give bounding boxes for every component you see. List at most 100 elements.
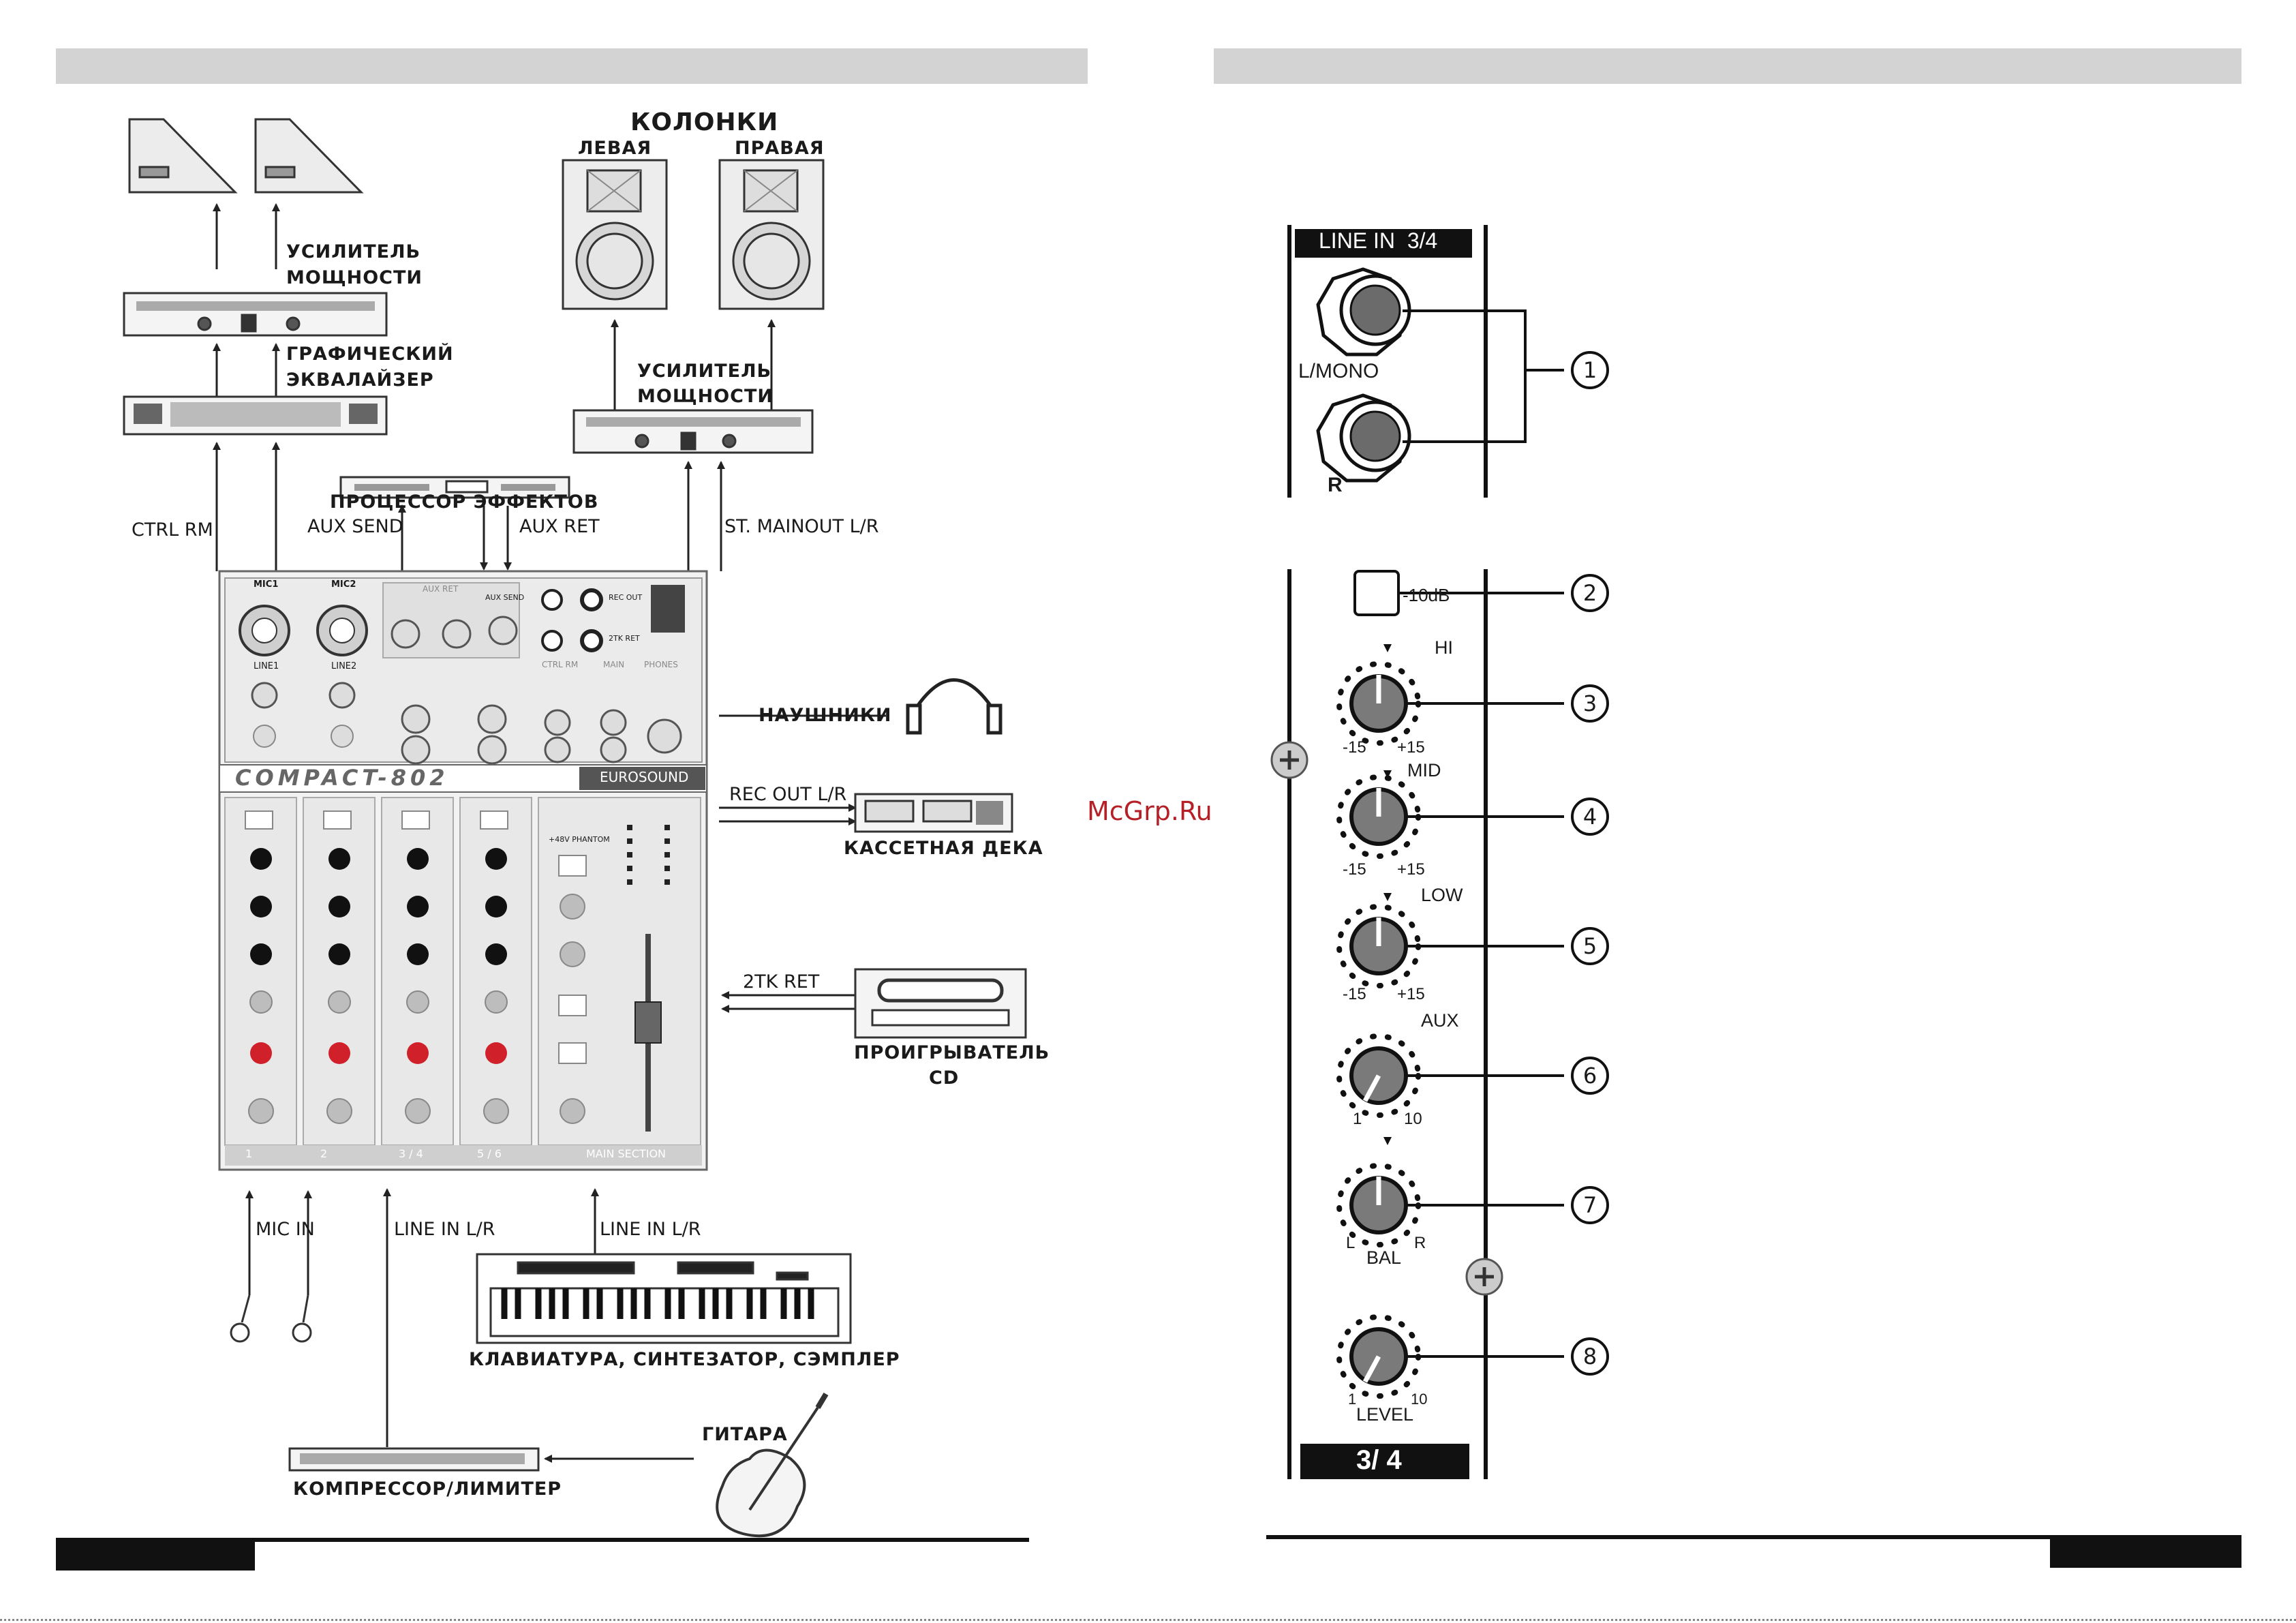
bal-r-label: R — [1414, 1234, 1426, 1252]
st-mainout-label: ST. MAINOUT L/R — [724, 516, 879, 537]
keyboard-synth — [476, 1253, 852, 1344]
knob-low — [1336, 893, 1421, 988]
low-label: LOW — [1421, 885, 1463, 905]
keyboard-label: КЛАВИАТУРА, СИНТЕЗАТОР, СЭМПЛЕР — [469, 1349, 900, 1370]
speaker-left-label: ЛЕВАЯ — [578, 138, 652, 159]
pad-switch — [1353, 570, 1400, 616]
mixer-channel-5-6: 5 / 6 — [477, 1147, 502, 1160]
aux-label: AUX — [1421, 1010, 1459, 1031]
power-amp-right — [572, 409, 814, 454]
graphic-equalizer — [123, 395, 388, 436]
left-footer-rule — [56, 1538, 1029, 1542]
mixer-channel-1: 1 — [245, 1147, 253, 1160]
callout-1: 1 — [1582, 357, 1597, 383]
eq-label-1: ГРАФИЧЕСКИЙ — [286, 344, 454, 365]
eq-label-2: ЭКВАЛАЙЗЕР — [286, 369, 434, 391]
power-amp-left — [123, 292, 388, 337]
channel-label: 3/ 4 — [1356, 1445, 1402, 1475]
tape-deck-label: КАССЕТНАЯ ДЕКА — [844, 838, 1043, 859]
knob-bal — [1336, 1137, 1421, 1247]
headphones-label: НАУШНИКИ — [759, 705, 892, 726]
speakers-title: КОЛОНКИ — [630, 108, 779, 136]
line-in-label-2: LINE IN L/R — [600, 1219, 701, 1240]
callout-5: 5 — [1582, 933, 1597, 959]
headphones-graphic — [906, 678, 1002, 735]
mixer-brand: EUROSOUND — [600, 769, 689, 785]
panel-screw-right — [1465, 1258, 1503, 1296]
line-in-label-1: LINE IN L/R — [394, 1219, 495, 1240]
compressor-limiter — [288, 1447, 540, 1472]
level-min: 1 — [1348, 1391, 1357, 1408]
amp-top-label-1: УСИЛИТЕЛЬ — [286, 241, 421, 262]
mixer-compact-802 — [218, 570, 708, 1171]
amp-top-label-2: МОЩНОСТИ — [286, 267, 423, 288]
aux-ret-label: AUX RET — [519, 516, 600, 537]
left-header-band — [56, 48, 1088, 84]
right-footer-rule — [1266, 1535, 2241, 1539]
pad-label: -10dB — [1403, 585, 1450, 605]
mixer-model: COMPACT-802 — [235, 765, 449, 791]
level-max: 10 — [1411, 1391, 1428, 1408]
amp-right-label-1: УСИЛИТЕЛЬ — [637, 361, 772, 382]
hi-label: HI — [1435, 637, 1453, 658]
panel-title: LINE IN 3/4 — [1319, 228, 1438, 253]
ctrl-rm-label: CTRL RM — [132, 519, 213, 541]
mixer-main: MAIN — [603, 660, 625, 669]
connection-diagram — [123, 118, 1027, 1538]
compressor-label: КОМПРЕССОР/ЛИМИТЕР — [293, 1478, 562, 1500]
mixer-line1: LINE1 — [254, 661, 279, 671]
mixer-mic2: MIC2 — [331, 579, 356, 590]
cassette-deck — [854, 793, 1013, 833]
mixer-2tk-ret: 2TK RET — [609, 634, 640, 643]
mixer-aux-ret: AUX RET — [423, 584, 459, 594]
callout-3: 3 — [1582, 691, 1597, 716]
mid-min: -15 — [1343, 860, 1366, 879]
mid-label: MID — [1407, 760, 1441, 780]
mixer-line2: LINE2 — [331, 661, 357, 671]
mixer-rec-out: REC OUT — [609, 593, 643, 602]
left-footer-block — [56, 1538, 255, 1571]
mixer-phones: PHONES — [644, 660, 678, 669]
low-max: +15 — [1397, 985, 1425, 1003]
low-min: -15 — [1343, 985, 1366, 1003]
callout-7: 7 — [1582, 1192, 1597, 1218]
hi-min: -15 — [1343, 738, 1366, 757]
callout-8: 8 — [1582, 1344, 1597, 1369]
stage-monitor-left — [128, 118, 238, 194]
mixer-mic1: MIC1 — [254, 579, 279, 590]
speaker-right-label: ПРАВАЯ — [735, 138, 825, 159]
bal-l-label: L — [1346, 1234, 1356, 1252]
right-footer-block — [2050, 1535, 2241, 1568]
jack-r — [1316, 393, 1411, 483]
callout-4: 4 — [1582, 804, 1597, 830]
mixer-phantom: +48V PHANTOM — [549, 835, 610, 844]
cd-player — [854, 968, 1027, 1039]
2tk-ret-label: 2TK RET — [743, 971, 820, 992]
guitar-graphic — [716, 1392, 829, 1538]
guitar-label: ГИТАРА — [702, 1424, 788, 1445]
main-speaker-left — [562, 159, 668, 310]
mixer-channel-2: 2 — [320, 1147, 328, 1160]
jack-l-mono — [1316, 267, 1411, 357]
cd-player-label-2: CD — [929, 1067, 960, 1089]
knob-mid — [1336, 770, 1421, 859]
mid-max: +15 — [1397, 860, 1425, 879]
hi-max: +15 — [1397, 738, 1425, 757]
bottom-dotted-edge — [0, 1619, 2296, 1621]
callout-2: 2 — [1582, 580, 1597, 606]
aux-max: 10 — [1404, 1110, 1422, 1128]
amp-right-label-2: МОЩНОСТИ — [637, 386, 774, 407]
cd-player-label-1: ПРОИГРЫВАТЕЛЬ — [854, 1042, 1050, 1063]
mic-in-label: MIC IN — [256, 1219, 315, 1240]
watermark: McGrp.Ru — [1087, 796, 1212, 826]
effects-processor — [339, 476, 570, 499]
rec-out-label: REC OUT L/R — [729, 784, 847, 805]
right-header-band — [1214, 48, 2241, 84]
mixer-main-section: MAIN SECTION — [586, 1147, 667, 1160]
level-label: LEVEL — [1356, 1404, 1414, 1425]
mixer-channel-3-4: 3 / 4 — [399, 1147, 423, 1160]
mixer-aux-send: AUX SEND — [485, 593, 525, 602]
microphones-graphic — [230, 1294, 312, 1343]
fx-processor-label: ПРОЦЕССОР ЭФФЕКТОВ — [330, 491, 599, 513]
jack-l-mono-label: L/MONO — [1298, 360, 1379, 382]
